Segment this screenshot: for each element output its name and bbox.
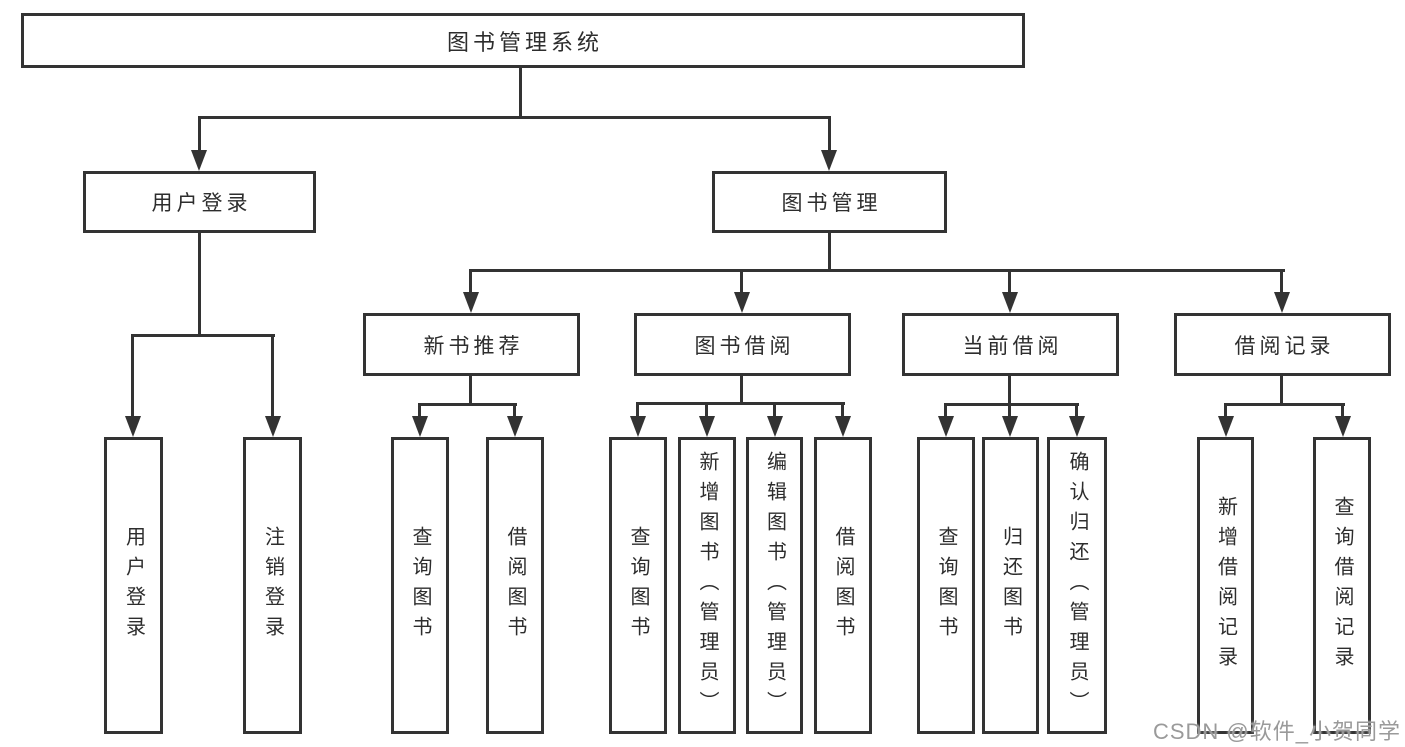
connector-line — [513, 403, 516, 416]
connector-line — [828, 116, 831, 152]
connector-line — [519, 68, 522, 117]
node-label: 确认归还（管理员） — [1066, 450, 1088, 721]
leaf-add-borrow-record: 新增借阅记录 — [1197, 437, 1254, 734]
node-label: 用户登录 — [122, 525, 145, 646]
node-user-login: 用户登录 — [83, 171, 316, 233]
arrow-down-icon — [734, 292, 750, 313]
arrow-down-icon — [835, 416, 851, 437]
connector-line — [1075, 403, 1078, 416]
leaf-query-books-recommend: 查询图书 — [391, 437, 449, 734]
connector-line — [944, 403, 1079, 406]
node-label: 新增图书（管理员） — [696, 450, 718, 721]
connector-line — [636, 402, 845, 405]
arrow-down-icon — [699, 416, 715, 437]
connector-line — [198, 116, 831, 119]
connector-line — [944, 403, 947, 416]
node-label: 查询借阅记录 — [1331, 495, 1353, 676]
connector-line — [469, 269, 1285, 272]
node-label: 用户登录 — [151, 192, 252, 215]
connector-line — [740, 376, 743, 404]
leaf-borrow-books-recommend: 借阅图书 — [486, 437, 544, 734]
arrow-down-icon — [265, 416, 281, 437]
node-borrowing-records: 借阅记录 — [1174, 313, 1391, 376]
arrow-down-icon — [412, 416, 428, 437]
connector-line — [469, 269, 472, 292]
connector-line — [705, 402, 708, 416]
arrow-down-icon — [767, 416, 783, 437]
arrow-down-icon — [938, 416, 954, 437]
arrow-down-icon — [191, 150, 207, 171]
arrow-down-icon — [1002, 416, 1018, 437]
arrow-down-icon — [821, 150, 837, 171]
connector-line — [198, 233, 201, 337]
leaf-query-borrow-record: 查询借阅记录 — [1313, 437, 1371, 734]
node-label: 当前借阅 — [962, 334, 1063, 358]
connector-line — [636, 402, 639, 416]
node-label: 借阅记录 — [1234, 334, 1335, 358]
arrow-down-icon — [1335, 416, 1351, 437]
node-new-book-recommend: 新书推荐 — [363, 313, 580, 376]
connector-line — [131, 334, 134, 416]
connector-line — [271, 334, 274, 416]
node-label: 注销登录 — [261, 525, 284, 646]
connector-line — [1008, 376, 1011, 406]
node-label: 图书借阅 — [694, 334, 795, 358]
node-label: 借阅图书 — [504, 525, 526, 646]
connector-line — [1224, 403, 1345, 406]
leaf-add-book-admin: 新增图书（管理员） — [678, 437, 736, 734]
leaf-borrow-books-borrowing: 借阅图书 — [814, 437, 872, 734]
connector-line — [1341, 403, 1344, 416]
leaf-query-books-borrowing: 查询图书 — [609, 437, 667, 734]
node-current-borrowing: 当前借阅 — [902, 313, 1119, 376]
connector-line — [828, 233, 831, 272]
arrow-down-icon — [1218, 416, 1234, 437]
arrow-down-icon — [1069, 416, 1085, 437]
node-library-management-system: 图书管理系统 — [21, 13, 1025, 68]
connector-line — [1008, 403, 1011, 416]
node-label: 查询图书 — [409, 525, 431, 646]
leaf-query-books-current: 查询图书 — [917, 437, 975, 734]
connector-line — [198, 116, 201, 152]
node-label: 图书管理系统 — [446, 29, 603, 55]
leaf-edit-book-admin: 编辑图书（管理员） — [746, 437, 803, 734]
node-book-management: 图书管理 — [712, 171, 947, 233]
connector-line — [469, 376, 472, 406]
arrow-down-icon — [507, 416, 523, 437]
connector-line — [418, 403, 421, 416]
node-label: 归还图书 — [999, 525, 1022, 646]
connector-line — [841, 402, 844, 416]
arrow-down-icon — [630, 416, 646, 437]
leaf-user-login: 用户登录 — [104, 437, 163, 734]
connector-line — [1224, 403, 1227, 416]
arrow-down-icon — [1002, 292, 1018, 313]
leaf-return-book: 归还图书 — [982, 437, 1039, 734]
connector-line — [1280, 269, 1283, 292]
arrow-down-icon — [463, 292, 479, 313]
node-label: 查询图书 — [935, 525, 957, 646]
node-label: 新增借阅记录 — [1214, 495, 1237, 676]
connector-line — [131, 334, 275, 337]
arrow-down-icon — [1274, 292, 1290, 313]
connector-line — [1008, 269, 1011, 292]
connector-line — [1280, 376, 1283, 406]
node-book-borrowing: 图书借阅 — [634, 313, 851, 376]
node-label: 查询图书 — [627, 525, 649, 646]
connector-line — [740, 269, 743, 292]
node-label: 新书推荐 — [423, 334, 524, 358]
csdn-watermark: CSDN @软件_小贺同学 — [1152, 719, 1401, 744]
leaf-logout: 注销登录 — [243, 437, 302, 734]
connector-line — [773, 402, 776, 416]
node-label: 图书管理 — [781, 192, 882, 215]
leaf-confirm-return-admin: 确认归还（管理员） — [1047, 437, 1107, 734]
node-label: 编辑图书（管理员） — [763, 450, 786, 721]
connector-line — [418, 403, 517, 406]
node-label: 借阅图书 — [832, 525, 854, 646]
arrow-down-icon — [125, 416, 141, 437]
